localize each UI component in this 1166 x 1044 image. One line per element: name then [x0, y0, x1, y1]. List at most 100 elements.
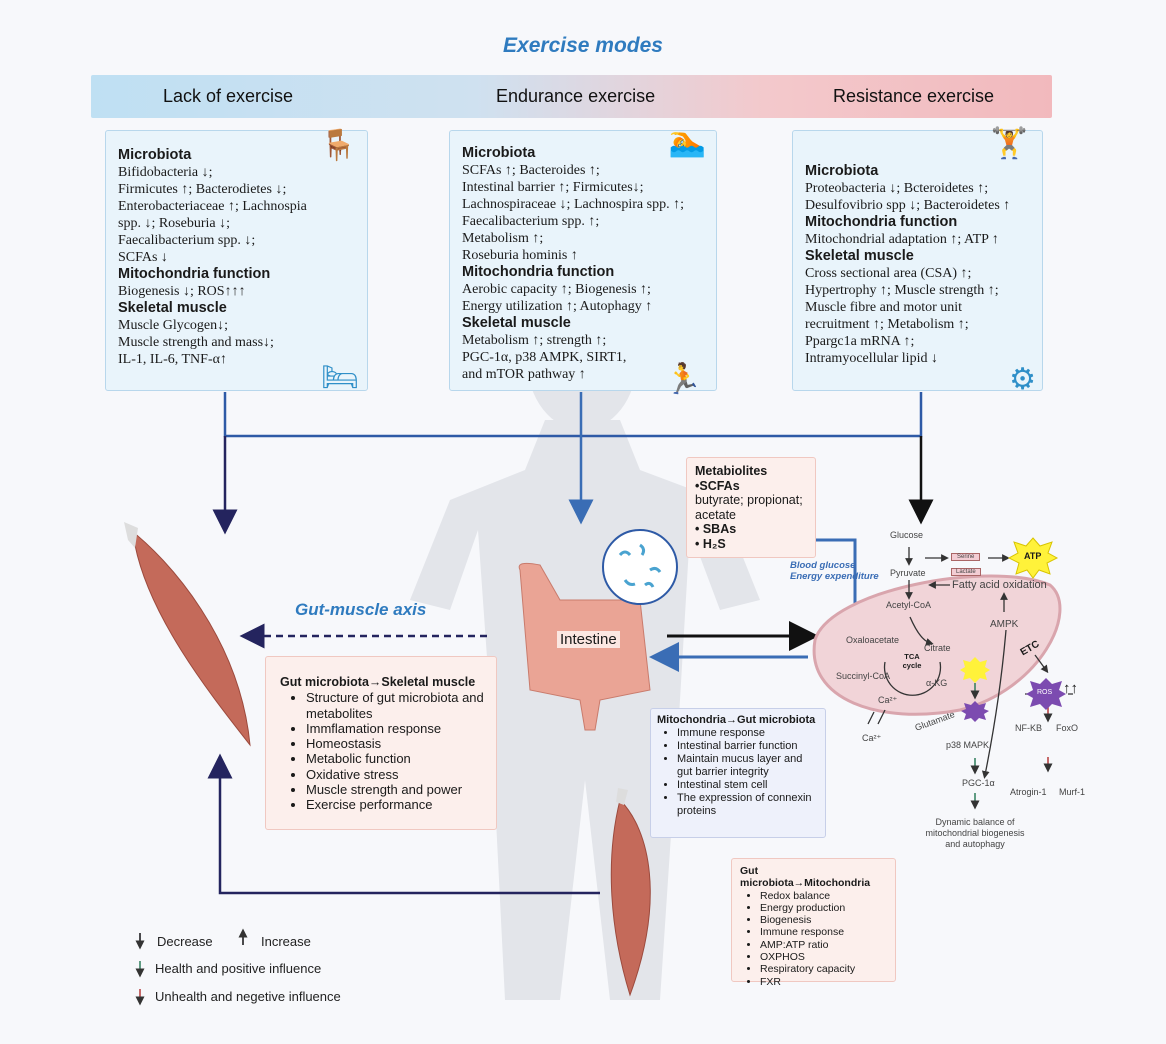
text-line: Enterobacteriaceae ↑; Lachnospia — [118, 199, 307, 214]
energy-expenditure: Energy expenditure — [790, 571, 879, 582]
metabolite-item: • SBAs — [695, 522, 737, 536]
mode-endurance: Endurance exercise — [496, 86, 656, 106]
mitochondrion — [812, 574, 1062, 716]
text-line: Aerobic capacity ↑; Biogenesis ↑; — [462, 282, 651, 297]
section-microbiota: Microbiota — [462, 145, 536, 161]
p38-mapk-label: p38 MAPK — [946, 740, 990, 750]
section-mitochondria: Mitochondria function — [118, 266, 271, 282]
fatty-acid-oxidation-label: Fatty acid oxidation — [952, 579, 1047, 591]
legend-health: Health and positive influence — [155, 961, 322, 976]
list-item: The expression of connexin proteins — [677, 792, 819, 818]
mode-lack: Lack of exercise — [163, 86, 294, 106]
text-line: SCFAs ↑; Bacteroides ↑; — [462, 163, 600, 178]
text-line: and autophagy — [945, 839, 1005, 849]
small-ros-burst — [961, 701, 989, 722]
ampk-label: AMPK — [990, 619, 1019, 630]
text-line: Faecalibacterium spp. ↑; — [462, 214, 600, 229]
text-line: Muscle fibre and motor unit — [805, 300, 963, 315]
weightlifting-icon: 🏋 — [990, 127, 1028, 160]
list-item: Respiratory capacity — [760, 963, 887, 975]
serine-label: Serine — [951, 553, 981, 561]
text-line: mitochondrial biogenesis — [925, 828, 1025, 838]
mitochondria-to-gut-box: Mitochondria→Gut microbiota Immune respo… — [650, 708, 826, 838]
metabolites-title: Metabiolites — [695, 464, 768, 478]
leg-press-icon: ⚙ — [1009, 363, 1036, 396]
text-line: Lachnospiraceae ↓; Lachnospira spp. ↑; — [462, 197, 684, 212]
list-item: OXPHOS — [760, 951, 887, 963]
atp-label: ATP — [1024, 551, 1042, 561]
text-line: IL-1, IL-6, TNF-α↑ — [118, 352, 227, 367]
murf-1-label: Murf-1 — [1059, 787, 1086, 797]
blood-glucose-label: Blood glucose Energy expenditure — [790, 560, 879, 582]
metabolite-item: acetate — [695, 507, 737, 522]
text-line: Muscle Glycogen↓; — [118, 318, 229, 333]
tca-cycle-label: TCA cycle — [902, 652, 922, 670]
swimming-icon: 🏊 — [668, 125, 706, 158]
metabolite-item: butyrate; propionat; — [695, 493, 803, 507]
treadmill-running-icon: 🏃 — [664, 363, 702, 396]
intestine-label: Intestine — [557, 631, 620, 648]
mode-resistance: Resistance exercise — [833, 86, 995, 106]
list-item: Immune response — [677, 727, 819, 740]
calcium-out-label: Ca²⁺ — [862, 733, 882, 743]
oxaloacetate-label: Oxaloacetate — [846, 635, 900, 645]
text-line: Faecalibacterium spp. ↓; — [118, 233, 256, 248]
ros-burst — [1026, 678, 1066, 710]
text-line: spp. ↓; Roseburia ↓; — [118, 216, 230, 231]
metabolites-box: Metabiolites •SCFAs butyrate; propionat;… — [686, 457, 816, 558]
box-title: Gut microbiota→Skeletal muscle — [280, 675, 476, 689]
text-line: PGC-1α, p38 AMPK, SIRT1, — [462, 350, 627, 365]
citrate-label: Citrate — [924, 643, 951, 653]
list-item: Energy production — [760, 902, 887, 914]
resistance-exercise-box: 🏋 ⚙ Microbiota Proteobacteria ↓; Bcteroi… — [792, 127, 1043, 396]
diagram-title: Exercise modes — [503, 34, 663, 57]
text-line: Firmicutes ↑; Bacterodietes ↓; — [118, 182, 287, 197]
text-line: Muscle strength and mass↓; — [118, 335, 274, 350]
section-skeletal-muscle: Skeletal muscle — [805, 248, 914, 264]
text-line: Hypertrophy ↑; Muscle strength ↑; — [805, 283, 999, 298]
list-item: AMP:ATP ratio — [760, 939, 887, 951]
succinyl-coa-label: Succinyl-CoA — [836, 671, 891, 681]
text-line: Proteobacteria ↓; Bcteroidetes ↑; — [805, 181, 989, 196]
lactate-label: Lactate — [951, 568, 981, 576]
list-item: Immflamation response — [306, 721, 486, 736]
text-line: Metabolism ↑; strength ↑; — [462, 333, 607, 348]
text-line: SCFAs ↓ — [118, 250, 168, 265]
text-line: Mitochondrial adaptation ↑; ATP ↑ — [805, 232, 999, 247]
endurance-exercise-box: 🏊 🏃 Microbiota SCFAs ↑; Bacteroides ↑;In… — [449, 125, 717, 396]
section-microbiota: Microbiota — [805, 163, 879, 179]
metabolite-item: • H₂S — [695, 536, 726, 551]
small-atp-burst — [960, 657, 990, 683]
text-line: Metabolism ↑; — [462, 231, 544, 246]
list-item: Oxidative stress — [306, 767, 486, 782]
blood-glucose: Blood glucose — [790, 560, 856, 571]
muscle-left — [124, 522, 251, 747]
list-item: Muscle strength and power — [306, 782, 486, 797]
acetyl-coa-label: Acetyl-CoA — [886, 600, 932, 610]
nfkb-label: NF-KB — [1015, 723, 1042, 733]
list-item: Intestinal barrier function — [677, 740, 819, 753]
text-line: and mTOR pathway ↑ — [462, 367, 586, 382]
text-line: Ppargc1a mRNA ↑; — [805, 334, 915, 349]
exercise-modes-bar: Lack of exercise Endurance exercise Resi… — [91, 75, 1052, 118]
text-line: Energy utilization ↑; Autophagy ↑ — [462, 299, 653, 314]
ros-increase-arrows: ↑↑ — [1063, 680, 1078, 697]
list-item: Homeostasis — [306, 736, 486, 751]
text-line: recruitment ↑; Metabolism ↑; — [805, 317, 969, 332]
metabolite-item: •SCFAs — [695, 478, 740, 493]
text-line: Intramyocellular lipid ↓ — [805, 351, 938, 366]
list-item: Biogenesis — [760, 914, 887, 926]
pathway-arrows — [867, 547, 1073, 779]
text-line: Bifidobacteria ↓; — [118, 165, 213, 180]
pyruvate-label: Pyruvate — [890, 568, 926, 578]
list-item: Exercise performance — [306, 797, 486, 812]
ros-label: ROS — [1037, 689, 1053, 696]
list-item: Maintain mucus layer and gut barrier int… — [677, 753, 819, 779]
microbiota-circle — [602, 529, 678, 605]
legend-unhealth: Unhealth and negetive influence — [155, 989, 341, 1004]
section-mitochondria: Mitochondria function — [462, 264, 615, 280]
section-skeletal-muscle: Skeletal muscle — [118, 300, 227, 316]
text-line: Dynamic balance of — [935, 817, 1015, 827]
foxo-label: FoxO — [1056, 723, 1079, 733]
